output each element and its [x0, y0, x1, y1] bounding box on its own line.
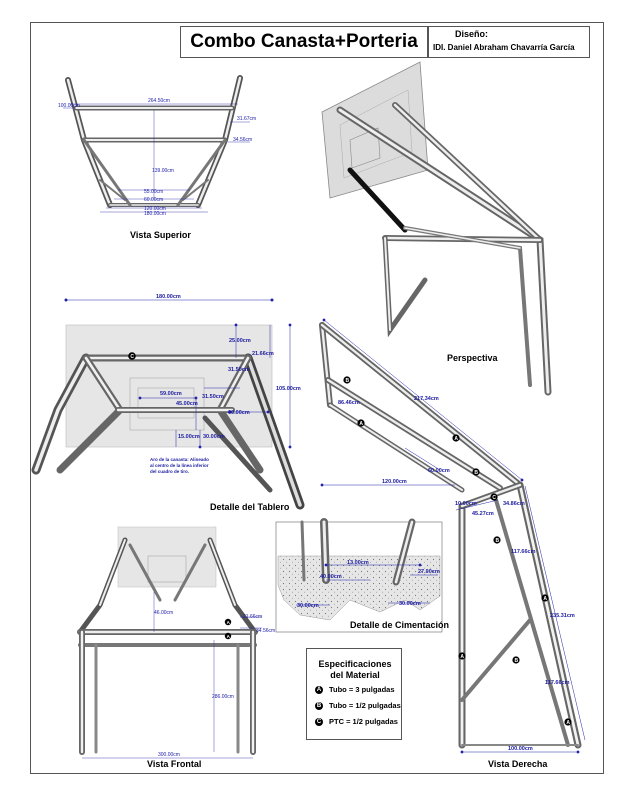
badge-a-right-5: A — [566, 720, 570, 726]
right-dim-60: 60.00cm — [428, 468, 450, 474]
board-dim-45: 45.00cm — [176, 401, 198, 407]
found-dim-40: 40.00cm — [320, 574, 342, 580]
front-view: A A 46.00cm 21.66cm 34.56cm 286.00cm 300… — [77, 526, 275, 759]
board-dim-width: 180.00cm — [156, 294, 181, 300]
badge-a-front-2: A — [227, 634, 231, 639]
top-dim-r2: 34.56cm — [233, 137, 252, 143]
badge-b-right-4: B — [515, 658, 519, 664]
top-dim-r1: 31.67cm — [237, 116, 256, 122]
label-top-view: Vista Superior — [130, 230, 191, 240]
top-dim-b2: 60.00cm — [144, 197, 163, 203]
board-dim-60: 60.00cm — [228, 410, 250, 416]
top-view: 264.50cm 100.00cm 31.67cm 34.56cm 139.00… — [58, 75, 256, 217]
designer-name: IDI. Daniel Abraham Chavarría García — [433, 43, 575, 52]
found-dim-13: 13.00cm — [347, 560, 369, 566]
spec-title-2: del Material — [330, 670, 380, 680]
design-block: Diseño: IDI. Daniel Abraham Chavarría Ga… — [428, 26, 590, 58]
badge-c-right: C — [492, 495, 496, 501]
board-dim-30: 30.00cm — [203, 434, 225, 440]
right-dim-120: 120.00cm — [382, 479, 407, 485]
label-board-detail: Detalle del Tablero — [210, 502, 290, 512]
board-dim-21: 21.66cm — [252, 351, 274, 357]
board-detail: C 180.00cm 25.00cm 21.66cm 31.50cm 105.0… — [31, 294, 305, 510]
rim-note: Aro de la canasta: Alineado al centro de… — [150, 457, 209, 474]
badge-b-right-2: B — [474, 470, 478, 476]
right-dim-86: 86.46cm — [338, 400, 360, 406]
badge-b-right-3: B — [496, 538, 500, 544]
front-dim-46: 46.00cm — [154, 610, 173, 616]
board-dim-25: 25.00cm — [229, 338, 251, 344]
spec-item-c: C PTC = 1/2 pulgadas — [315, 717, 398, 726]
top-dim-width: 264.50cm — [148, 98, 170, 104]
board-dim-59: 59.00cm — [160, 391, 182, 397]
drawing-title: Combo Canasta+Porteria — [190, 31, 418, 52]
right-view: B A A B C B A A B A 217.34cm — [319, 318, 586, 754]
label-front-view: Vista Frontal — [147, 759, 202, 769]
spec-badge-a: A — [315, 685, 323, 694]
board-dim-15: 15.00cm — [178, 434, 200, 440]
badge-a-right-3: A — [543, 596, 547, 602]
right-dim-235: 235.31cm — [550, 613, 575, 619]
front-dim-286: 286.00cm — [212, 694, 234, 700]
spec-title-1: Especificaciones — [318, 659, 392, 669]
top-dim-b1: 55.00cm — [144, 189, 163, 195]
board-dim-31b: 31.50cm — [202, 394, 224, 400]
right-dim-117b: 117.66cm — [545, 680, 570, 686]
design-label: Diseño: — [455, 29, 489, 39]
found-dim-30a: 30.00cm — [297, 603, 319, 609]
spec-text-c: PTC = 1/2 pulgadas — [329, 717, 398, 726]
perspective-view — [321, 61, 552, 396]
material-spec-box: Especificaciones del Material A Tubo = 3… — [306, 648, 402, 740]
right-dim-100: 100.00cm — [508, 746, 533, 752]
top-dim-b4: 180.00cm — [144, 211, 166, 217]
label-foundation: Detalle de Cimentación — [350, 620, 450, 630]
top-dim-b3: 120.00cm — [144, 206, 166, 212]
right-dim-10: 10.00cm — [455, 501, 477, 507]
spec-text-b: Tubo = 1/2 pulgadas — [329, 701, 401, 710]
front-dim-300: 300.00cm — [158, 752, 180, 758]
badge-a-right-4: A — [460, 654, 464, 660]
found-dim-30b: 30.00cm — [399, 601, 421, 607]
spec-badge-c: C — [315, 717, 323, 726]
front-dim-a2: 34.56cm — [256, 628, 275, 634]
top-dim-left: 100.00cm — [58, 103, 80, 109]
board-dim-31: 31.50cm — [228, 367, 250, 373]
top-dim-depth: 139.00cm — [152, 168, 174, 174]
right-dim-217: 217.34cm — [414, 396, 439, 402]
sheet-frame — [30, 22, 604, 774]
foundation-detail: 13.00cm 40.00cm 27.00cm 30.00cm 30.00cm — [275, 518, 443, 633]
spec-item-a: A Tubo = 3 pulgadas — [315, 685, 395, 694]
title-block: Combo Canasta+Porteria — [180, 26, 428, 58]
badge-a-right-1: A — [359, 421, 363, 427]
right-dim-34: 34.86cm — [503, 501, 525, 507]
found-dim-27: 27.00cm — [418, 569, 440, 575]
spec-text-a: Tubo = 3 pulgadas — [329, 685, 395, 694]
badge-a-front-1: A — [227, 620, 231, 625]
badge-c-board: C — [130, 354, 134, 360]
board-dim-height: 105.00cm — [276, 386, 301, 392]
label-perspective: Perspectiva — [447, 353, 498, 363]
right-dim-45: 45.27cm — [472, 511, 494, 517]
label-right-view: Vista Derecha — [488, 759, 548, 769]
front-dim-a1: 21.66cm — [243, 614, 262, 620]
spec-item-b: B Tubo = 1/2 pulgadas — [315, 701, 401, 710]
spec-badge-b: B — [315, 701, 323, 710]
right-dim-117a: 117.66cm — [511, 549, 536, 555]
badge-b-right-1: B — [346, 378, 350, 384]
badge-a-right-2: A — [454, 436, 458, 442]
